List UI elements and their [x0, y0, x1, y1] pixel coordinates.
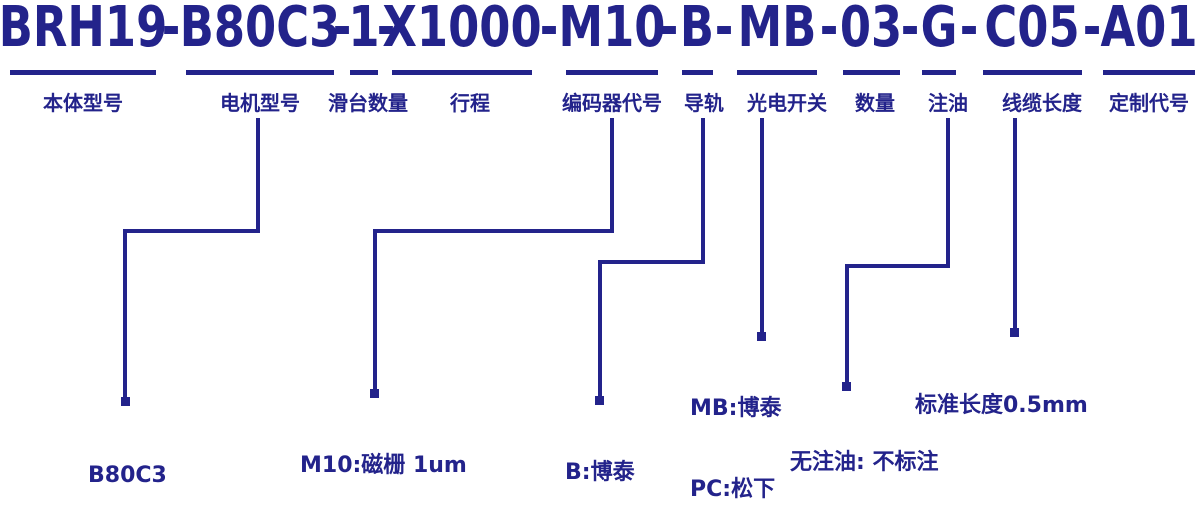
encoder-connector-line [610, 118, 614, 232]
oil-connector-line [845, 264, 849, 386]
segment-label-motor-model: 电机型号 [220, 91, 300, 115]
segment-label-cable-length: 线缆长度 [1002, 91, 1082, 115]
model-code-rail: B [679, 0, 715, 60]
photo-switch-connector-line [760, 118, 764, 336]
cable-note: 标准长度0.5mm [915, 340, 1088, 471]
segment-label-custom-code: 定制代号 [1109, 91, 1189, 115]
segment-underline [1103, 70, 1195, 75]
model-code-separator: - [714, 0, 734, 60]
cable-connector-dot [1010, 328, 1019, 337]
oil-note: 无注油: 不标注 [790, 397, 938, 519]
rail-connector-line [598, 260, 705, 264]
segment-underline [843, 70, 900, 75]
model-code-separator: - [539, 0, 559, 60]
model-code-separator: - [659, 0, 679, 60]
rail-options-list: B:博泰 H:上银 T:THK [565, 407, 638, 519]
rail-option: B:博泰 [565, 460, 635, 485]
segment-label-quantity: 数量 [855, 91, 895, 115]
encoder-connector-line [373, 229, 614, 233]
segment-label-photo-switch: 光电开关 [747, 91, 827, 115]
model-code-separator: - [376, 0, 396, 60]
model-code-quantity: 03 [839, 0, 903, 60]
model-code-encoder: M10 [558, 0, 666, 60]
model-code-slide-count: 1 [348, 0, 380, 60]
oil-connector-dot [842, 382, 851, 391]
model-code-stroke: X1000 [382, 0, 542, 60]
rail-connector-line [598, 260, 602, 400]
oil-connector-line [946, 118, 950, 268]
motor-connector-line [256, 118, 260, 232]
model-code-custom: A01 [1100, 0, 1198, 60]
encoder-option: M10:磁栅 1um [300, 453, 467, 478]
photo-switch-option: MB:博泰 [690, 396, 782, 421]
segment-underline [566, 70, 658, 75]
model-code-separator: - [332, 0, 352, 60]
segment-underline [186, 70, 334, 75]
encoder-connector-dot [370, 389, 379, 398]
segment-label-encoder: 编码器代号 [562, 91, 662, 115]
motor-options-list: B80C3 B80C4 B80C6 [88, 410, 167, 519]
photo-switch-options-list: MB:博泰 PC:松下 [690, 343, 781, 519]
encoder-options-list: M10:磁栅 1um G10:光栅 1um G05:光栅 0.5um [300, 400, 487, 519]
segment-underline [682, 70, 713, 75]
segment-label-body-model: 本体型号 [43, 91, 123, 115]
motor-connector-line [123, 229, 260, 233]
segment-label-slide-count: 滑台数量 [328, 91, 408, 115]
photo-switch-connector-dot [757, 332, 766, 341]
motor-connector-line [123, 229, 127, 401]
segment-underline [737, 70, 817, 75]
model-code-oil: G [920, 0, 958, 60]
encoder-connector-line [373, 229, 377, 393]
segment-underline [350, 70, 378, 75]
motor-option: B80C3 [88, 463, 167, 488]
model-code-body: BRH19 [0, 0, 168, 60]
segment-underline [10, 70, 156, 75]
model-code-separator: - [819, 0, 839, 60]
segment-underline [922, 70, 956, 75]
cable-note-text: 标准长度0.5mm [915, 393, 1088, 418]
model-code-photo-switch: MB [737, 0, 817, 60]
model-code-cable: C05 [984, 0, 1080, 60]
segment-label-oil: 注油 [928, 91, 968, 115]
rail-connector-dot [595, 396, 604, 405]
segment-underline [392, 70, 532, 75]
segment-underline [983, 70, 1082, 75]
model-code-separator: - [161, 0, 181, 60]
segment-label-guide-rail: 导轨 [684, 91, 724, 115]
model-code-separator: - [959, 0, 979, 60]
rail-connector-line [701, 118, 705, 264]
motor-connector-dot [121, 397, 130, 406]
model-code-motor: B80C3 [179, 0, 341, 60]
model-code-separator: - [900, 0, 920, 60]
oil-note-text: 无注油: 不标注 [790, 450, 939, 475]
model-code-separator: - [1082, 0, 1102, 60]
photo-switch-option: PC:松下 [690, 477, 776, 502]
oil-connector-line [845, 264, 950, 268]
segment-label-stroke: 行程 [450, 91, 490, 115]
cable-connector-line [1013, 118, 1017, 332]
